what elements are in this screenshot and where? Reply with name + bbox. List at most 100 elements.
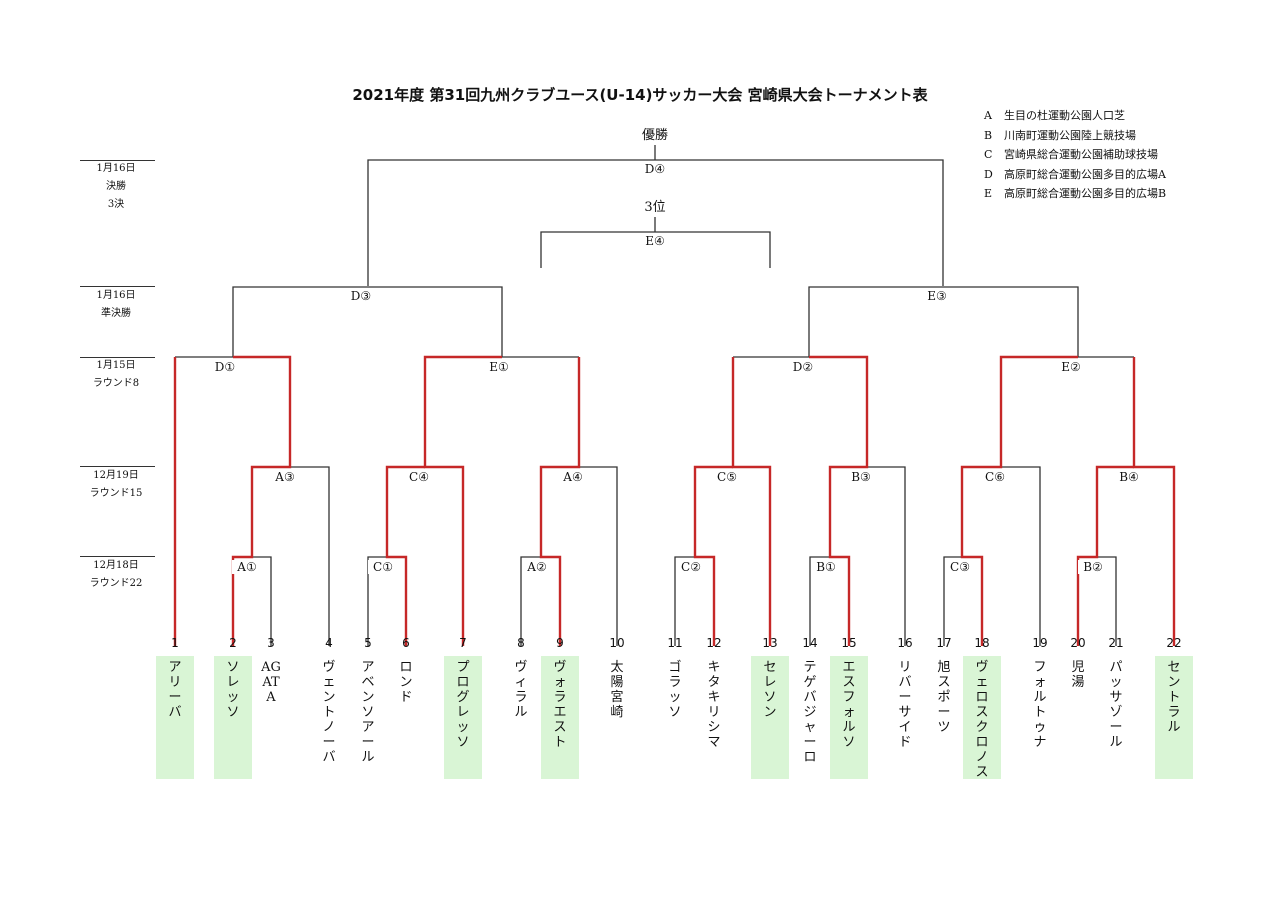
team-name: ヴェロスクロノス [975,660,989,780]
team-number: 21 [1108,636,1124,650]
round-name: ラウンド8 [92,378,140,389]
advance-team-15 [809,355,869,646]
round-date: 1月16日 [96,290,136,301]
team-name: ヴィラル [514,660,528,720]
match-r22-7: B② [1078,560,1108,574]
team-name: セレソン [763,660,777,720]
round-label-r22: 12月18日 ラウンド22 [86,557,146,593]
team-number: 11 [667,636,683,650]
team-name: エスフォルソ [842,660,856,750]
team-number: 9 [556,636,564,650]
sf-left-connector [232,286,503,357]
final-connector [367,145,944,286]
round-label-r8: 1月15日 ラウンド8 [86,357,146,393]
match-r15-5: B③ [836,470,886,484]
team-number: 18 [974,636,990,650]
third-place-label: 3位 [644,200,666,215]
round-label-r15: 12月19日 ラウンド15 [86,467,146,503]
team-name: ロンド [399,660,413,705]
team-name: アベンソアール [361,660,375,765]
venue-key: B [984,128,993,142]
match-r22-6: C③ [945,560,975,574]
team-name: 旭スポーツ [937,660,951,735]
team-highlight-box [751,656,789,779]
match-qf-1: D① [200,360,250,374]
venue-key: D [984,167,993,181]
advance-team-22 [1132,357,1176,646]
advance-team-6 [385,465,425,646]
round-sub: 3決 [107,199,125,210]
match-r15-2: C④ [394,470,444,484]
team-number: 7 [459,636,467,650]
r22-5-loser-line [809,556,830,646]
team-name: プログレッソ [456,660,470,750]
match-r22-4: C② [676,560,706,574]
team-number: 4 [325,636,333,650]
round-label-final: 1月16日 決勝 3決 [86,160,146,214]
team-name: AGATA [261,660,281,705]
match-final: D④ [630,162,680,176]
advance-team-20 [1076,465,1134,646]
team-highlight-box [541,656,579,779]
champion-label: 優勝 [641,128,668,143]
team-name: ソレッソ [226,660,240,720]
team-name: 太陽宮崎 [610,660,624,720]
advance-team-7 [423,355,502,646]
team-highlight-box [156,656,194,779]
round-divider [80,556,155,557]
team-number: 19 [1032,636,1048,650]
r22-7-loser-line [1097,556,1117,646]
team-number: 22 [1166,636,1182,650]
match-r15-7: B④ [1104,470,1154,484]
team-name: パッサゾール [1109,660,1123,750]
team-number: 17 [936,636,952,650]
venue-key: A [984,109,992,122]
venue-legend-row: D 高原町総合運動公園多目的広場A [984,165,1166,185]
team-number: 12 [706,636,722,650]
team-number: 15 [841,636,857,650]
r22-6-loser-line [943,556,962,646]
team-highlight-box [963,656,1001,779]
team-number: 6 [402,636,410,650]
team-number: 1 [171,636,179,650]
r22-4-loser-line [674,556,695,646]
team-name: セントラル [1167,660,1181,735]
team-highlight-box [444,656,482,779]
team-name: ヴェントノーバ [322,660,336,765]
team-number: 16 [897,636,913,650]
team-name: フォルトゥナ [1033,660,1047,750]
round-date: 12月19日 [93,470,139,481]
match-r22-5: B① [811,560,841,574]
match-r22-1: A① [232,560,262,574]
round-name: ラウンド22 [89,578,143,589]
r15-3-loser-line [579,466,618,646]
r22-3-loser-line [520,556,541,646]
sf-right-connector [808,286,1079,357]
team-name: キタキリシマ [707,660,721,750]
round-divider [80,160,155,161]
team-number: 8 [517,636,525,650]
team-name: ゴラッソ [668,660,682,720]
venue-name: 高原町総合運動公園多目的広場A [1004,167,1166,181]
match-r22-2: C① [368,560,398,574]
match-r15-4: C⑤ [702,470,752,484]
r15-1-loser-line [290,466,330,646]
round-date: 12月18日 [93,560,139,571]
team-number: 3 [267,636,275,650]
team-name: リバーサイド [898,660,912,750]
team-number: 10 [609,636,625,650]
team-highlight-box [214,656,252,779]
team-number: 5 [364,636,372,650]
round-date: 1月16日 [96,163,136,174]
advance-team-13 [731,357,772,646]
advance-team-18 [960,355,1078,646]
round-name: ラウンド15 [89,488,143,499]
r22-1-loser-line [252,556,272,646]
match-r15-1: A③ [260,470,310,484]
third-place-connector [540,217,771,268]
